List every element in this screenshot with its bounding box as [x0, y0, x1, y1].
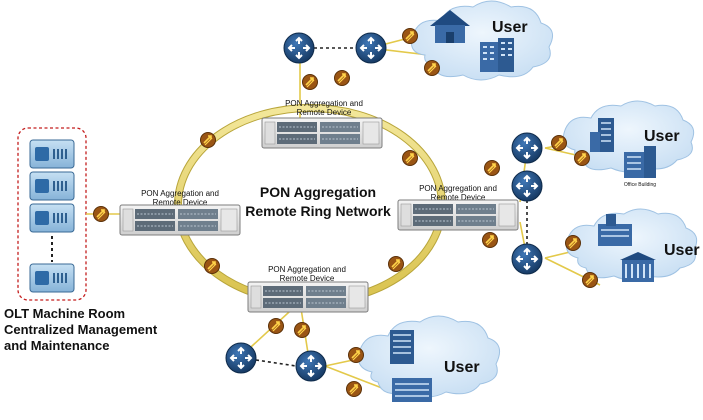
device-label-line2: Remote Device — [153, 198, 208, 207]
device-label-line1: PON Aggregation and — [285, 99, 363, 108]
apartment-building-icon — [480, 38, 514, 72]
user-label: User — [492, 19, 528, 36]
institution-building-icon — [620, 252, 656, 282]
device-label-line2: Remote Device — [297, 108, 352, 117]
optical-module-icon — [345, 380, 363, 398]
optical-module-icon — [401, 27, 419, 45]
high-rise-building-icon — [390, 330, 414, 364]
optical-module-icon — [267, 317, 285, 335]
optical-module-icon — [92, 205, 110, 223]
olt-caption-line1: OLT Machine Room — [4, 306, 126, 321]
optical-module-icon — [347, 346, 365, 364]
optical-module-icon — [333, 69, 351, 87]
optical-module-icon — [481, 231, 499, 249]
olt-device-icon — [29, 171, 75, 201]
office-building-icon: Office Building — [624, 146, 656, 188]
ring-title-line1: PON Aggregation — [260, 184, 376, 200]
optical-module-icon — [199, 131, 217, 149]
device-label-line2: Remote Device — [280, 274, 335, 283]
router-icon — [511, 243, 543, 275]
optical-module-icon — [387, 255, 405, 273]
router-icon — [355, 32, 387, 64]
optical-module-icon — [573, 149, 591, 167]
campus-building-icon — [392, 378, 432, 402]
dotted-links — [255, 47, 528, 367]
router-icon — [283, 32, 315, 64]
olt-caption-line3: and Maintenance — [4, 338, 110, 353]
user-cloud-right-upper — [562, 100, 695, 173]
pon-device-right: PON Aggregation and Remote Device — [397, 184, 519, 231]
office-building-label: Office Building — [624, 182, 656, 188]
pon-device-top: PON Aggregation and Remote Device — [261, 99, 383, 149]
ring-title-line2: Remote Ring Network — [245, 203, 391, 219]
router-icon — [225, 342, 257, 374]
device-label-line2: Remote Device — [431, 193, 486, 202]
device-label-line1: PON Aggregation and — [268, 265, 346, 274]
router-icon — [295, 350, 327, 382]
olt-machine-room-caption: OLT Machine Room Centralized Management … — [4, 306, 174, 354]
router-icon — [511, 132, 543, 164]
user-label: User — [644, 128, 680, 145]
house-icon — [430, 10, 470, 43]
optical-module-icon — [550, 134, 568, 152]
optical-module-icon — [293, 321, 311, 339]
optical-module-icon — [483, 159, 501, 177]
user-label: User — [444, 359, 480, 376]
device-label-line1: PON Aggregation and — [419, 184, 497, 193]
optical-module-icon — [203, 257, 221, 275]
olt-device-icon — [29, 263, 75, 293]
tower-building-icon — [590, 118, 614, 152]
optical-module-icon — [301, 73, 319, 91]
factory-building-icon — [598, 214, 632, 246]
olt-device-icon — [29, 203, 75, 233]
pon-device-bottom: PON Aggregation and Remote Device — [247, 265, 369, 313]
device-label-line1: PON Aggregation and — [141, 189, 219, 198]
optical-module-icon — [581, 271, 599, 289]
optical-module-icon — [423, 59, 441, 77]
olt-devices — [29, 139, 75, 293]
router-icon — [511, 170, 543, 202]
optical-module-icon — [564, 234, 582, 252]
olt-device-icon — [29, 139, 75, 169]
olt-caption-line2: Centralized Management — [4, 322, 158, 337]
user-label: User — [664, 242, 700, 259]
pon-device-left: PON Aggregation and Remote Device — [119, 189, 241, 236]
optical-module-icon — [401, 149, 419, 167]
